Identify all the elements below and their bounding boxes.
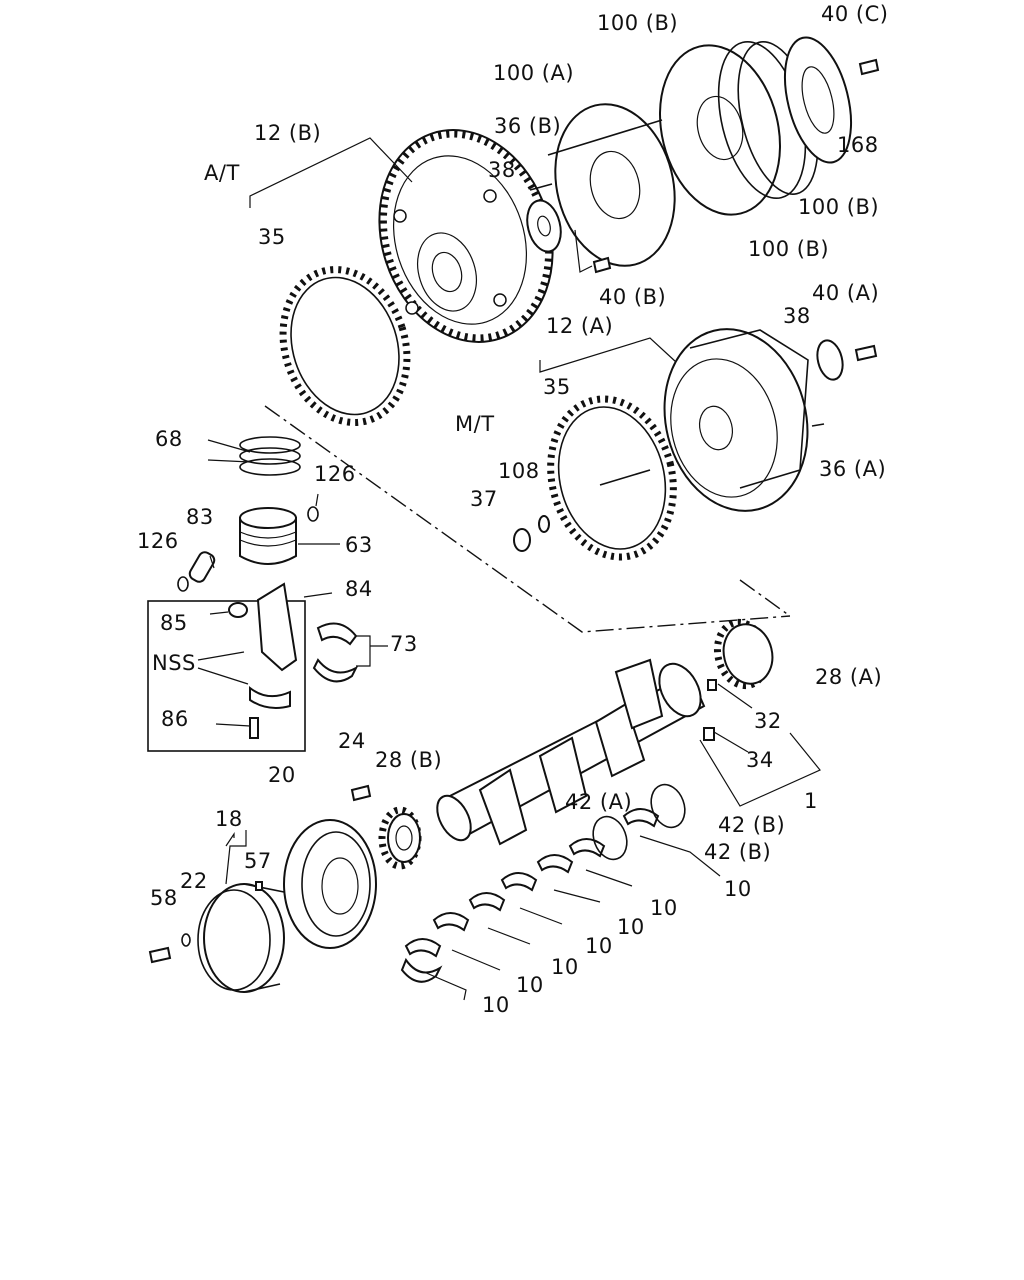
label-at: A/T bbox=[204, 161, 240, 185]
label-36a: 36 (A) bbox=[819, 457, 886, 481]
bolt-40b bbox=[592, 256, 612, 274]
label-58: 58 bbox=[150, 886, 178, 910]
label-100b-top: 100 (B) bbox=[597, 11, 678, 35]
label-68: 68 bbox=[155, 427, 183, 451]
drive-plate-100a bbox=[554, 103, 676, 267]
label-18: 18 bbox=[215, 807, 243, 831]
label-42b-bottom: 42 (B) bbox=[704, 840, 771, 864]
label-37: 37 bbox=[470, 487, 498, 511]
flywheel-at bbox=[378, 129, 554, 343]
label-86: 86 bbox=[161, 707, 189, 731]
piston-pin-83 bbox=[188, 551, 216, 583]
damper-18 bbox=[197, 883, 285, 993]
part-labels: A/T 12 (B) 35 100 (B) 100 (A) 40 (C) 168… bbox=[137, 2, 888, 1017]
label-mt: M/T bbox=[455, 412, 495, 436]
label-40c: 40 (C) bbox=[821, 2, 888, 26]
label-32: 32 bbox=[754, 709, 782, 733]
label-10-a: 10 bbox=[724, 877, 752, 901]
bolt-40c bbox=[858, 58, 880, 76]
label-63: 63 bbox=[345, 533, 373, 557]
label-28b: 28 (B) bbox=[375, 748, 442, 772]
label-10-d: 10 bbox=[585, 934, 613, 958]
label-126-left: 126 bbox=[137, 529, 179, 553]
label-85: 85 bbox=[160, 611, 188, 635]
label-10-c: 10 bbox=[617, 915, 645, 939]
label-22: 22 bbox=[180, 869, 208, 893]
crankshaft-1 bbox=[436, 658, 706, 846]
label-36b: 36 (B) bbox=[494, 114, 561, 138]
pin-36a bbox=[811, 423, 825, 427]
bearing-73-upper bbox=[316, 622, 358, 646]
label-1: 1 bbox=[804, 789, 818, 813]
snap-ring-108 bbox=[538, 515, 550, 533]
label-40b: 40 (B) bbox=[599, 285, 666, 309]
label-38-mt: 38 bbox=[783, 304, 811, 328]
label-100b-bottom: 100 (B) bbox=[748, 237, 829, 261]
main-bearings-10 bbox=[400, 808, 660, 983]
key-32 bbox=[707, 679, 717, 691]
snap-ring-126-b bbox=[177, 576, 189, 592]
label-35-at: 35 bbox=[258, 225, 286, 249]
timing-gear-28b bbox=[378, 806, 422, 870]
connecting-rod-box bbox=[147, 600, 306, 752]
label-100a: 100 (A) bbox=[493, 61, 574, 85]
bolt-40a bbox=[854, 344, 878, 362]
washer-38-at bbox=[526, 199, 562, 253]
label-20: 20 bbox=[268, 763, 296, 787]
label-35-mt: 35 bbox=[543, 375, 571, 399]
spacer-plate-168 bbox=[784, 36, 852, 164]
label-100b-right: 100 (B) bbox=[798, 195, 879, 219]
label-42b-top: 42 (B) bbox=[718, 813, 785, 837]
label-40a: 40 (A) bbox=[812, 281, 879, 305]
bolt-58 bbox=[148, 946, 172, 964]
label-42a: 42 (A) bbox=[565, 790, 632, 814]
bearing-73-lower bbox=[312, 658, 359, 683]
piston-rings-68 bbox=[239, 436, 301, 476]
label-10-f: 10 bbox=[516, 973, 544, 997]
timing-gear-28a bbox=[713, 618, 774, 690]
snap-ring-126-a bbox=[307, 506, 319, 522]
label-10-e: 10 bbox=[551, 955, 579, 979]
label-38-at: 38 bbox=[488, 158, 516, 182]
connecting-rod-84 bbox=[228, 582, 298, 709]
flywheel-mt bbox=[663, 328, 809, 512]
label-126-top: 126 bbox=[314, 462, 356, 486]
ring-gear-mt bbox=[547, 395, 677, 561]
bearing-37 bbox=[513, 528, 531, 552]
label-28a: 28 (A) bbox=[815, 665, 882, 689]
ring-gear-at bbox=[279, 266, 411, 426]
label-34: 34 bbox=[746, 748, 774, 772]
bolt-86 bbox=[249, 717, 259, 739]
label-57: 57 bbox=[244, 849, 272, 873]
thrust-washer-42b bbox=[650, 783, 686, 829]
label-84: 84 bbox=[345, 577, 373, 601]
pin-34 bbox=[703, 727, 715, 741]
label-12b: 12 (B) bbox=[254, 121, 321, 145]
label-10-g: 10 bbox=[482, 993, 510, 1017]
label-168: 168 bbox=[837, 133, 879, 157]
pin-36b bbox=[529, 183, 553, 191]
washer-38-mt bbox=[816, 339, 844, 381]
label-83: 83 bbox=[186, 505, 214, 529]
label-24: 24 bbox=[338, 729, 366, 753]
thrust-washer-42a bbox=[592, 815, 628, 861]
washer-22 bbox=[181, 933, 191, 947]
bolt-24 bbox=[350, 784, 372, 802]
label-10-b: 10 bbox=[650, 896, 678, 920]
piston-63 bbox=[239, 507, 297, 565]
crank-pulley-20 bbox=[283, 819, 377, 949]
label-nss: NSS bbox=[152, 651, 196, 675]
key-57 bbox=[255, 881, 263, 891]
label-108: 108 bbox=[498, 459, 540, 483]
label-73: 73 bbox=[390, 632, 418, 656]
label-12a: 12 (A) bbox=[546, 314, 613, 338]
